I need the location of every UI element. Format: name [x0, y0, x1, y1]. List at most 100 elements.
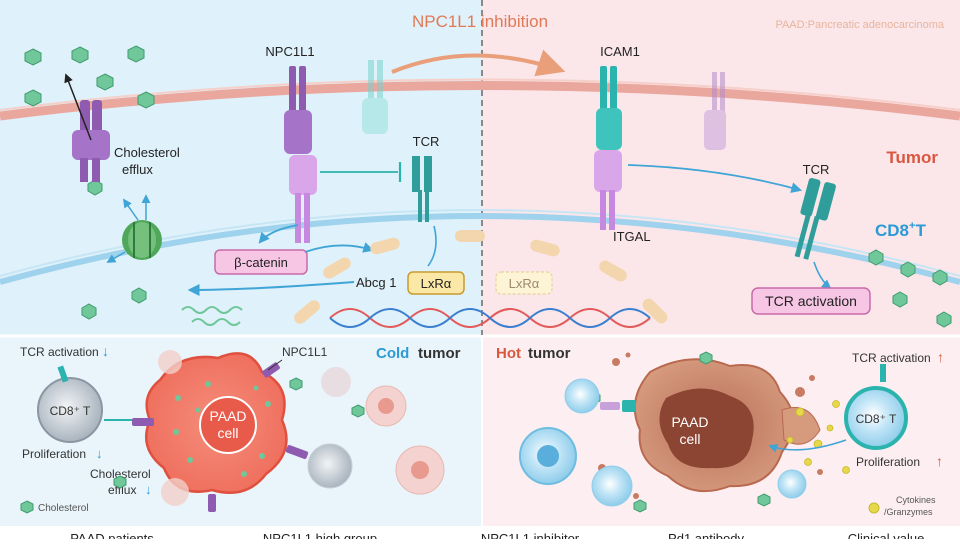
hot-cd8-t-cell: [844, 386, 908, 450]
bg-grey-cell: [307, 443, 353, 489]
cholesterol-icon: [900, 261, 916, 278]
hot-tumor-word: tumor: [528, 345, 571, 362]
icam-to-tcr-arrow: [627, 164, 803, 193]
cholesterol-icon: [351, 404, 365, 418]
lxra-box-right: [495, 271, 553, 295]
cholesterol-cluster: [24, 45, 155, 320]
footer-item-3: NPC1L1 inhibitor: [481, 531, 580, 539]
cholesterol-icon: [936, 311, 952, 328]
cholesterol-icon: [868, 249, 884, 266]
faded-receptor: [362, 60, 388, 134]
cholesterol-efflux-label-1: Cholesterol: [114, 145, 180, 160]
green-transporter: [106, 194, 162, 263]
br-paad-1: PAAD: [671, 414, 708, 430]
bl-chol-efflux-2: efflux: [108, 483, 136, 497]
bl-prolif-down-arrow: ↓: [96, 446, 103, 461]
bl-npc1l1-pointer: [267, 359, 283, 371]
lxra-label-left: LxRα: [421, 276, 452, 291]
cold-tumor-word: tumor: [418, 345, 461, 362]
cholesterol-efflux-label-2: efflux: [122, 162, 153, 177]
cholesterol-icon: [289, 377, 303, 391]
footer-strip: [0, 526, 960, 539]
cd8t-label: CD8+T: [875, 220, 926, 240]
bg-cell: [158, 350, 182, 374]
t-cell: [564, 378, 600, 414]
cholesterol-icon: [81, 303, 97, 320]
tcr-activation-arrow: [813, 261, 832, 290]
br-proliferation: Proliferation: [856, 455, 920, 469]
tcr-receptor-left: [412, 156, 432, 222]
cold-cell-cholesterol: [173, 381, 271, 477]
npc1l1-label: NPC1L1: [265, 44, 314, 59]
cholesterol-icon: [71, 46, 89, 64]
tcr-label-left: TCR: [413, 134, 440, 149]
tcr-activation-label: TCR activation: [765, 293, 857, 309]
bl-npc1l1-label: NPC1L1: [282, 345, 328, 359]
tcr-label-right: TCR: [803, 162, 830, 177]
mrna-strand-2: [191, 318, 241, 326]
cholesterol-icon: [892, 291, 908, 308]
cholesterol-right: [868, 249, 952, 328]
abbreviation-note: PAAD:Pancreatic adenocarcinoma: [775, 19, 944, 31]
lxra-box-left: [407, 271, 465, 295]
br-prolif-up-arrow: ↑: [936, 453, 943, 469]
beta-catenin-label: β-catenin: [234, 255, 288, 270]
itgal-label: ITGAL: [613, 229, 651, 244]
bg-cell: [321, 367, 351, 397]
cold-word: Cold: [376, 345, 409, 362]
cholesterol-icon: [633, 499, 647, 513]
bg-cell-nucleus: [411, 461, 429, 479]
cytokine-legend-icon: [868, 502, 880, 514]
npc1l1-receptor: [284, 66, 317, 243]
cholesterol-icon: [127, 45, 145, 63]
inhibition-arrow: [391, 49, 566, 77]
cholesterol-icon: [757, 493, 771, 507]
cytokines-label-2: /Granzymes: [884, 507, 933, 517]
cholesterol-icon: [932, 269, 948, 286]
cold-paad-nucleus: [199, 396, 257, 454]
dna-helix: [329, 308, 651, 328]
efflux-transporter: [64, 73, 110, 182]
npc1l1-faded: [600, 402, 620, 410]
faded-npc1l1: [704, 72, 726, 150]
cholesterol-icon: [87, 179, 103, 196]
cholesterol-icon: [131, 287, 147, 304]
bl-paad-2: cell: [217, 425, 238, 441]
bl-tcr-down-arrow: ↓: [102, 343, 109, 359]
tcr-activation-box: [751, 287, 871, 315]
right-top-panel: [482, 0, 960, 335]
hot-attack-arrow: [768, 439, 847, 453]
lxra-label-right: LxRα: [509, 276, 540, 291]
hot-fragment: [781, 407, 821, 445]
footer-item-4: Pd1 antibody: [668, 531, 744, 539]
cholesterol-icon: [137, 91, 155, 109]
efflux-signal-arrow: [187, 281, 355, 296]
icam-contact: [622, 400, 636, 412]
cholesterol-icon: [699, 351, 713, 365]
cholesterol-icon: [24, 48, 42, 66]
tcr-receptor-right: [794, 177, 836, 260]
mrna-strand-1: [181, 306, 243, 314]
beta-catenin-arrow: [258, 224, 299, 244]
footer-item-2: NPC1L1 high group: [263, 531, 377, 539]
hot-paad-nucleus: [659, 388, 754, 469]
figure-title: NPC1L1 inhibition: [412, 12, 548, 31]
cold-cd8-t-cell: [37, 365, 103, 443]
t-cell: [777, 469, 807, 499]
bg-cell-nucleus: [378, 398, 394, 414]
bl-tcr-activation: TCR activation: [20, 345, 99, 359]
hot-word: Hot: [496, 345, 521, 362]
br-tcr-up-arrow: ↑: [937, 349, 944, 365]
nucleus-envelope: [294, 230, 668, 324]
hot-tcr: [880, 364, 886, 382]
bl-paad-1: PAAD: [209, 408, 246, 424]
bl-cd8t-label: CD8⁺ T: [50, 404, 91, 418]
tumor-label: Tumor: [886, 148, 938, 167]
t-cell-nucleus: [537, 445, 559, 467]
cold-npc1l1-receptors: [132, 362, 309, 512]
icam1-label: ICAM1: [600, 44, 640, 59]
cholesterol-legend-label: Cholesterol: [38, 503, 89, 514]
cholesterol-icon: [113, 475, 127, 489]
